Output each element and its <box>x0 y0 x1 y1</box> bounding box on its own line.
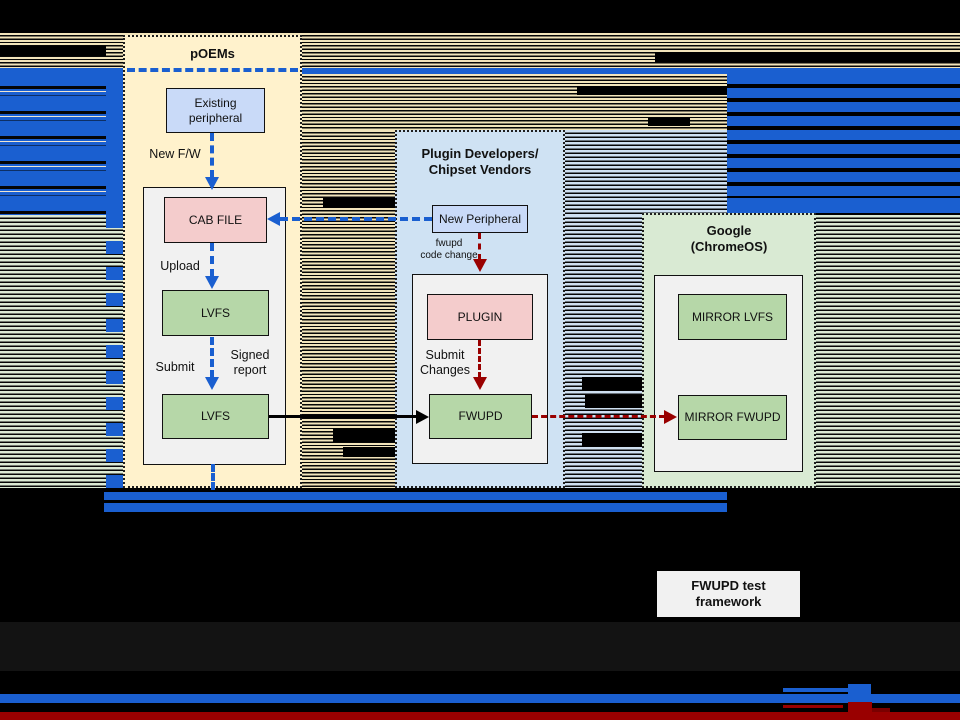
glitch-stripes-ltblue-mid <box>565 215 642 488</box>
glitch-blob <box>343 447 395 457</box>
glitch-left-blue-dashes <box>106 215 123 488</box>
poems-divider-dashed-line <box>127 68 298 72</box>
arrow-submit-changes-head <box>473 377 487 390</box>
arrow-submit-head <box>205 377 219 390</box>
glitch-stripes-ltblue-top <box>565 130 727 215</box>
arrow-upload-head <box>205 276 219 289</box>
arrow-new-peripheral-to-cab-head <box>267 212 280 226</box>
node-fwupd: FWUPD <box>429 394 532 439</box>
arrow-submit-changes-line <box>478 340 481 378</box>
arrow-fwupd-to-mirror-line <box>532 415 665 418</box>
glitch-red-full-bar <box>0 712 960 720</box>
glitch-left-blue-mix <box>0 74 123 215</box>
node-lvfs-lower: LVFS <box>162 394 269 439</box>
glitch-blob <box>323 198 395 208</box>
arrow-lvfs-to-fwupd-head <box>416 410 429 424</box>
glitch-stripes-blue-right <box>727 74 960 200</box>
arrow-fwupd-code-change-line <box>478 233 481 260</box>
node-fwupd-test-framework: FWUPD test framework <box>657 571 800 617</box>
lane-poems-title: pOEMs <box>190 46 235 61</box>
glitch-stripes-green-right <box>816 215 960 488</box>
glitch-blob <box>577 86 727 95</box>
glitch-blob <box>585 395 642 408</box>
glitch-blob <box>655 52 960 62</box>
node-new-peripheral: New Peripheral <box>432 205 528 233</box>
arrow-new-fw-line <box>210 133 214 178</box>
glitch-blob <box>333 428 395 442</box>
node-plugin: PLUGIN <box>427 294 533 340</box>
label-fwupd-code-change: fwupd code change <box>420 238 478 261</box>
arrow-new-peripheral-to-cab-line <box>280 217 432 221</box>
glitch-blob <box>582 377 642 390</box>
glitch-left-green-stripes <box>0 215 123 488</box>
glitch-red-segment <box>872 708 890 712</box>
lane-google-title: Google (ChromeOS) <box>690 223 768 255</box>
glitch-red-block <box>848 702 872 713</box>
glitch-left-blue-column <box>106 74 123 215</box>
node-lvfs-upper: LVFS <box>162 290 269 336</box>
glitch-blob <box>582 433 642 447</box>
label-submit-changes: Submit Changes <box>419 348 471 377</box>
arrow-upload-line <box>210 243 214 277</box>
arrow-fwupd-code-change-head <box>473 259 487 272</box>
glitch-blue-thin-line <box>783 688 848 692</box>
glitch-blue-band-right <box>727 198 960 213</box>
node-mirror-lvfs: MIRROR LVFS <box>678 294 787 340</box>
arrow-fwupd-to-mirror-head <box>664 410 677 424</box>
glitch-blue-bar-2 <box>104 503 727 512</box>
glitch-dark-band <box>0 622 960 671</box>
node-mirror-fwupd: MIRROR FWUPD <box>678 395 787 440</box>
glitch-blob <box>648 118 690 126</box>
arrow-new-fw-head <box>205 177 219 190</box>
node-existing-peripheral: Existing peripheral <box>166 88 265 133</box>
arrow-stub-below-lvfs <box>211 464 215 490</box>
label-upload: Upload <box>160 259 200 273</box>
lane-plugin-title: Plugin Developers/ Chipset Vendors <box>421 146 539 178</box>
glitch-red-thin-line <box>783 705 843 708</box>
glitch-blue-bar-1 <box>104 492 727 500</box>
glitch-blob <box>0 46 106 56</box>
label-submit: Submit <box>155 360 195 374</box>
arrow-submit-line <box>210 337 214 378</box>
arrow-lvfs-to-fwupd-line <box>269 415 417 418</box>
glitch-blue-full-bar <box>0 694 960 703</box>
label-signed-report: Signed report <box>230 348 270 377</box>
glitch-blue-band <box>0 68 960 74</box>
node-cab-file: CAB FILE <box>164 197 267 243</box>
label-new-fw: New F/W <box>149 147 201 161</box>
